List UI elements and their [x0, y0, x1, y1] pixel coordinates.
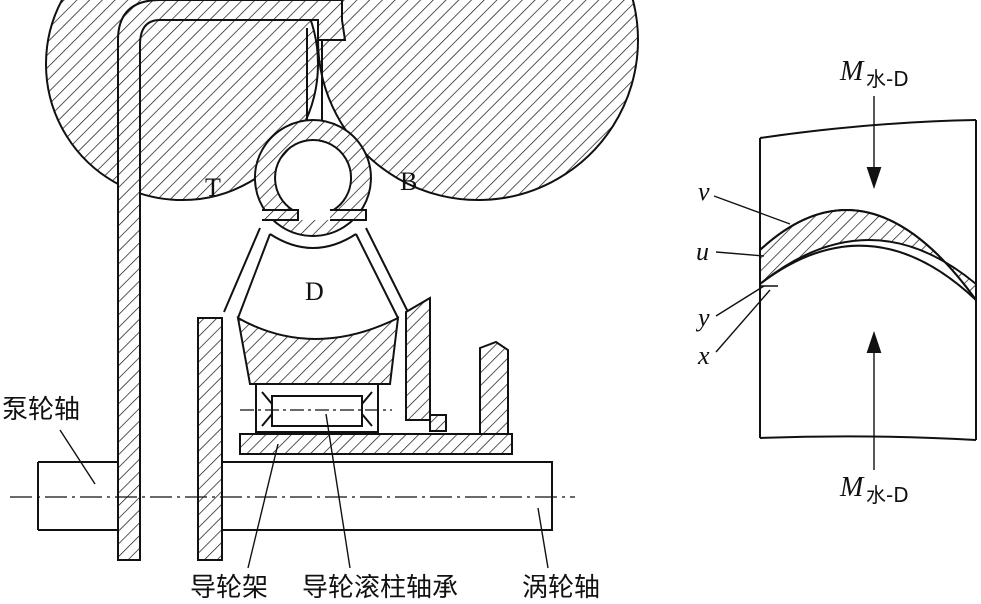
label-bottom-moment-symbol: M: [839, 472, 865, 503]
stator-carrier-base: [239, 433, 513, 455]
label-bottom-moment-subscript: 水-D: [866, 483, 909, 507]
blade-arch: [759, 209, 977, 304]
label-point-x: x: [697, 341, 710, 370]
label-point-u: u: [696, 237, 709, 266]
core-stem: [306, 28, 323, 120]
torque-converter-section: [10, 0, 639, 569]
pump-shaft: [37, 461, 118, 531]
detail-boundary-bottom: [759, 435, 977, 441]
label-pump-shaft: 泵轮轴: [2, 395, 80, 425]
label-top-moment-symbol: M: [839, 56, 865, 87]
blade-detail: [713, 96, 977, 470]
detail-boundary-top: [759, 119, 977, 139]
label-turbine-shaft: 涡轮轴: [522, 573, 600, 603]
label-stator-roller-bearing: 导轮滚柱轴承: [302, 573, 458, 603]
label-top-moment-subscript: 水-D: [866, 67, 909, 91]
right-housing: [405, 296, 431, 421]
label-stator-carrier: 导轮架: [190, 573, 268, 603]
label-stator: D: [305, 277, 324, 306]
right-bracket: [479, 340, 509, 435]
pump-housing: [117, 0, 347, 561]
turbine-shaft: [222, 461, 553, 531]
label-point-v: v: [698, 177, 710, 206]
turbine-hub-wall: [197, 317, 223, 561]
label-pump: B: [400, 167, 417, 196]
label-turbine: T: [205, 173, 221, 202]
label-point-y: y: [695, 303, 710, 332]
stator-blade: [236, 316, 400, 385]
